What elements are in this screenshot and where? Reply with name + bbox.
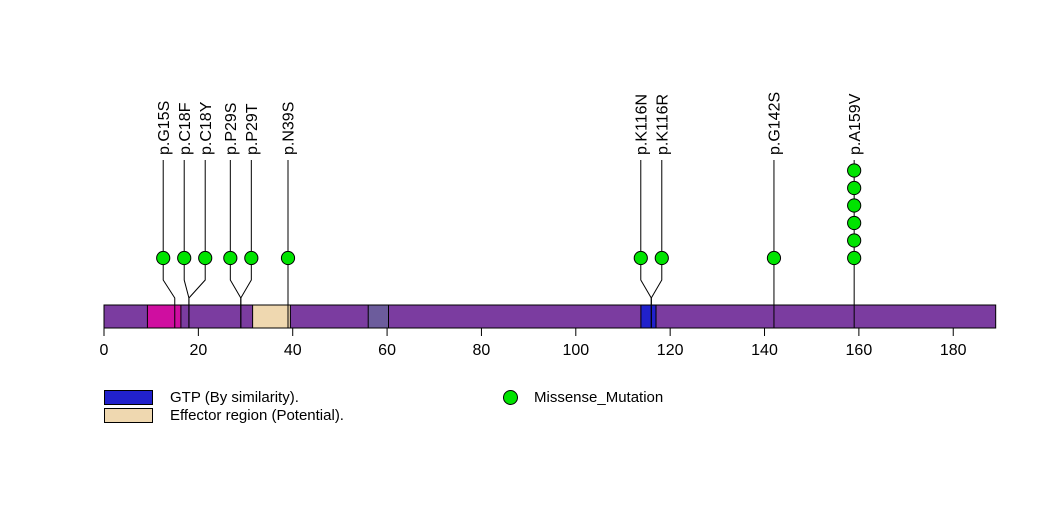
- mutation-label: p.K116R: [654, 94, 671, 155]
- mutation-stems-layer: [162, 160, 855, 328]
- domain-region-1: [252, 304, 291, 329]
- mutation-point-p.A159V[interactable]: [847, 250, 862, 266]
- axis-tick-label: 60: [378, 342, 396, 359]
- axis-tick-label: 160: [846, 342, 873, 359]
- mutation-point-p.N39S[interactable]: [280, 250, 296, 266]
- mutation-point-p.A159V[interactable]: [847, 233, 862, 248]
- mutation-point-p.G15S[interactable]: [156, 250, 171, 266]
- mutation-point-p.C18F[interactable]: [177, 250, 192, 266]
- mutation-stem: [650, 160, 663, 328]
- mutation-stem: [229, 160, 242, 328]
- mutation-label: p.P29S: [223, 103, 240, 155]
- mutation-point-p.K116R[interactable]: [654, 250, 669, 266]
- axis-tick-label: 140: [751, 342, 778, 359]
- domain-region-0: [146, 304, 182, 329]
- mutation-stem: [640, 160, 652, 328]
- mutation-label: p.G142S: [767, 92, 784, 155]
- mutation-point-p.C18Y[interactable]: [198, 250, 213, 266]
- axis-tick-label: 0: [100, 342, 109, 359]
- mutation-label: p.N39S: [281, 102, 298, 155]
- protein-track: [103, 304, 997, 329]
- mutation-label: p.C18F: [177, 102, 194, 155]
- domain-region-2: [367, 304, 389, 329]
- axis-tick-label: 120: [657, 342, 684, 359]
- mutation-point-p.P29S[interactable]: [223, 250, 238, 266]
- mutation-label: p.A159V: [847, 93, 864, 155]
- mutation-label: p.G15S: [156, 101, 173, 155]
- mutation-point-p.G142S[interactable]: [766, 250, 782, 266]
- mutation-point-p.A159V[interactable]: [847, 198, 862, 213]
- mutation-point-p.A159V[interactable]: [847, 215, 862, 231]
- mutation-point-p.K116N[interactable]: [633, 250, 648, 266]
- mutation-stem: [240, 160, 252, 328]
- axis-tick-label: 100: [562, 342, 589, 359]
- mutation-circles-layer: [156, 163, 862, 266]
- axis-tick-label: 80: [473, 342, 491, 359]
- axis-tick-label: 180: [940, 342, 967, 359]
- protein-track-layer: [103, 304, 997, 329]
- mutation-label: p.K116N: [633, 94, 650, 155]
- mutation-label: p.C18Y: [198, 101, 215, 155]
- mutation-stem: [188, 160, 206, 328]
- mutation-point-p.A159V[interactable]: [847, 163, 862, 178]
- mutation-label: p.P29T: [244, 103, 261, 155]
- domain-region-3: [640, 304, 657, 329]
- mutation-point-p.A159V[interactable]: [847, 180, 862, 196]
- mutation-point-p.P29T[interactable]: [244, 250, 259, 266]
- x-axis: 0 20 40 60 80 100 120 140 160 180: [100, 328, 967, 359]
- axis-tick-label: 20: [189, 342, 207, 359]
- mutation-stem: [162, 160, 176, 328]
- axis-tick-label: 40: [284, 342, 302, 359]
- mutation-stem: [183, 160, 190, 328]
